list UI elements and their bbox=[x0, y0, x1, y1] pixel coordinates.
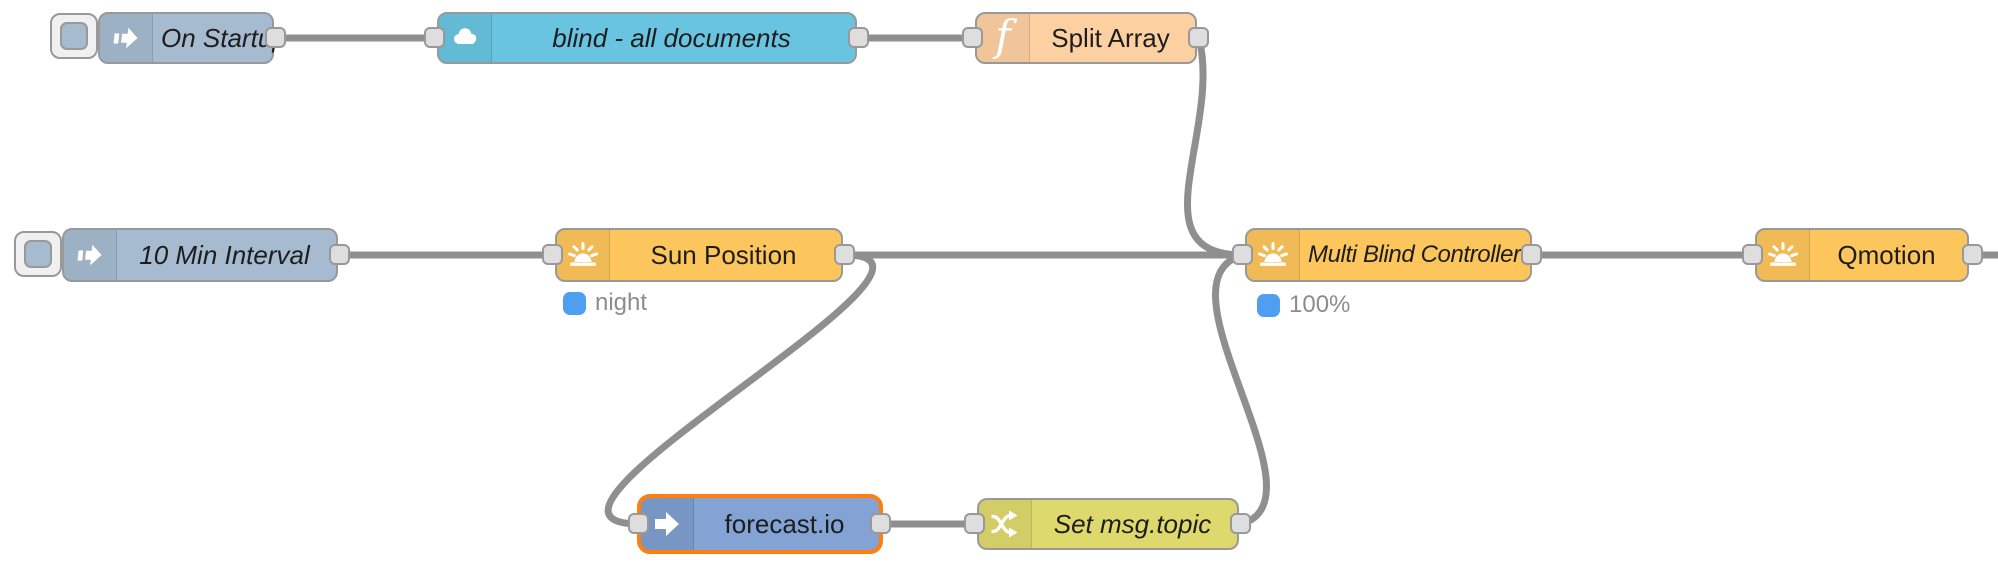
inject-button-pad[interactable] bbox=[24, 240, 52, 268]
cloud-icon bbox=[439, 14, 492, 62]
wire-settopic-to-multiblind[interactable] bbox=[1212, 251, 1270, 528]
inject-button-ten-min[interactable] bbox=[14, 231, 62, 277]
sunrise-icon bbox=[557, 230, 610, 280]
port-out-ten-min[interactable] bbox=[329, 244, 350, 265]
port-out-qmotion[interactable] bbox=[1962, 244, 1983, 265]
port-in-forecast[interactable] bbox=[628, 513, 649, 534]
node-on-startup[interactable]: On Startup bbox=[98, 12, 287, 64]
wire-sunposition-to-forecast[interactable] bbox=[604, 251, 877, 528]
node-blind-all-documents[interactable]: blind - all documents bbox=[437, 12, 857, 64]
status-dot-icon bbox=[563, 291, 586, 315]
port-in-blind[interactable] bbox=[424, 27, 445, 48]
status-text: 100% bbox=[1289, 291, 1351, 318]
port-out-blind[interactable] bbox=[848, 27, 869, 48]
node-label: Set msg.topic bbox=[1053, 508, 1212, 539]
arrow-right-icon bbox=[641, 498, 694, 550]
port-in-qmotion[interactable] bbox=[1742, 244, 1763, 265]
node-split-array[interactable]: f Split Array bbox=[975, 12, 1197, 64]
node-label: Multi Blind Controller bbox=[1308, 241, 1521, 268]
port-in-multi-blind[interactable] bbox=[1232, 244, 1253, 265]
status-multi-blind: 100% bbox=[1257, 291, 1350, 319]
node-forecast-io[interactable]: forecast.io bbox=[637, 494, 883, 554]
inject-arrow-icon bbox=[100, 14, 153, 62]
node-ten-min-interval[interactable]: 10 Min Interval bbox=[62, 228, 338, 282]
shuffle-icon bbox=[979, 500, 1032, 548]
wire-splitarray-to-multiblind[interactable] bbox=[1184, 34, 1247, 259]
node-qmotion[interactable]: Qmotion bbox=[1755, 228, 1969, 282]
port-out-forecast[interactable] bbox=[870, 513, 891, 534]
sunrise-icon bbox=[1757, 230, 1810, 280]
port-in-set-topic[interactable] bbox=[964, 513, 985, 534]
node-label: Split Array bbox=[1051, 22, 1170, 53]
node-label: forecast.io bbox=[724, 508, 845, 539]
function-icon: f bbox=[977, 14, 1030, 62]
node-label: 10 Min Interval bbox=[139, 239, 310, 270]
status-text: night bbox=[595, 289, 648, 316]
node-label: blind - all documents bbox=[552, 22, 791, 53]
inject-button-on-startup[interactable] bbox=[50, 13, 98, 59]
port-out-sun-position[interactable] bbox=[834, 244, 855, 265]
port-out-on-startup[interactable] bbox=[265, 27, 286, 48]
inject-button-pad[interactable] bbox=[60, 22, 88, 50]
node-label: Qmotion bbox=[1837, 239, 1936, 270]
inject-arrow-icon bbox=[64, 230, 117, 280]
node-multi-blind-controller[interactable]: Multi Blind Controller bbox=[1245, 228, 1532, 282]
status-dot-icon bbox=[1257, 293, 1280, 317]
node-set-msg-topic[interactable]: Set msg.topic bbox=[977, 498, 1239, 550]
node-sun-position[interactable]: Sun Position bbox=[555, 228, 843, 282]
port-in-sun-position[interactable] bbox=[542, 244, 563, 265]
port-in-split-array[interactable] bbox=[962, 27, 983, 48]
port-out-multi-blind[interactable] bbox=[1521, 244, 1542, 265]
sunrise-icon bbox=[1247, 230, 1300, 280]
node-label: Sun Position bbox=[650, 239, 797, 270]
status-sun-position: night bbox=[563, 289, 647, 317]
port-out-split-array[interactable] bbox=[1188, 27, 1209, 48]
port-out-set-topic[interactable] bbox=[1230, 513, 1251, 534]
